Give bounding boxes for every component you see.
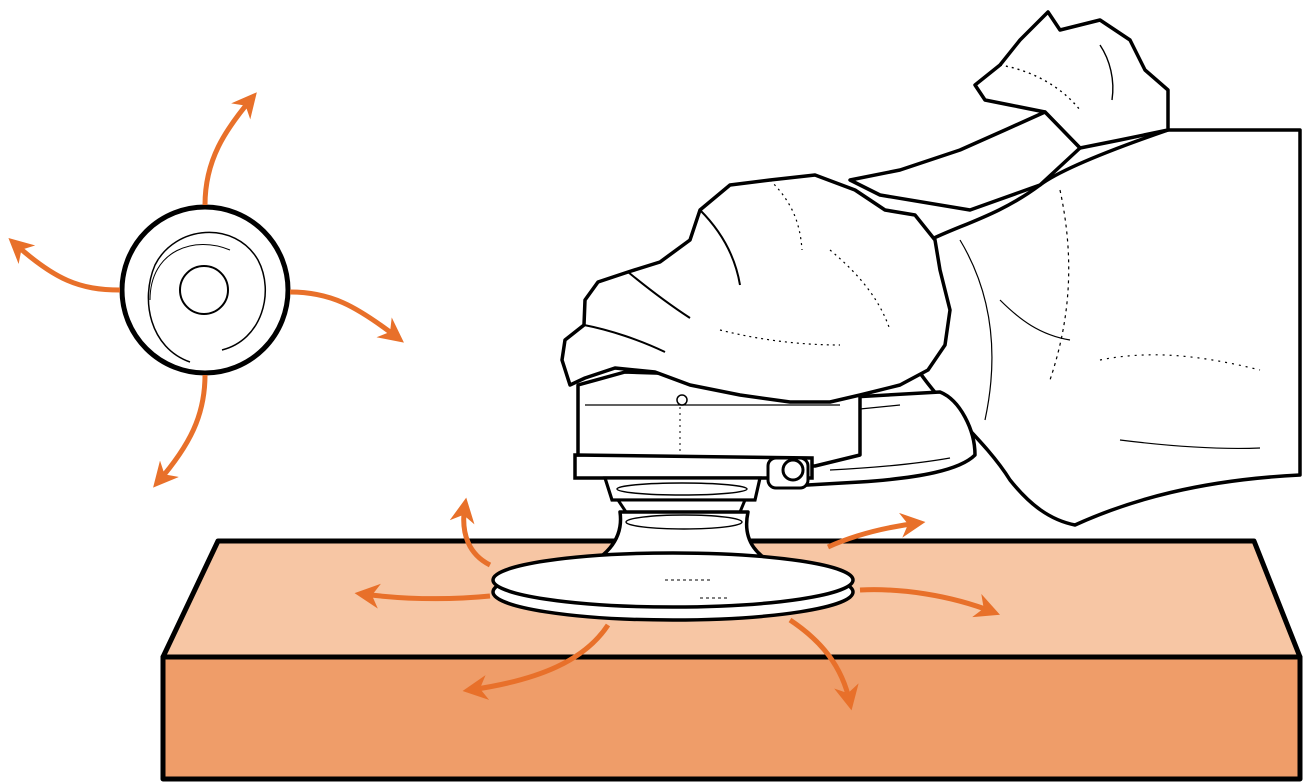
curved-arrow-icon — [14, 243, 120, 290]
tool-collar — [605, 478, 760, 500]
curved-arrow-icon — [205, 98, 252, 205]
sanding-disc-rotation-icon — [14, 98, 398, 482]
disc-hub — [180, 266, 228, 314]
hand-icon — [562, 175, 950, 402]
block-front-face — [163, 657, 1300, 779]
curved-arrow-icon — [290, 292, 398, 338]
tool-knob — [783, 460, 803, 480]
tool-spindle — [618, 500, 745, 512]
curved-arrow-icon — [158, 375, 205, 482]
